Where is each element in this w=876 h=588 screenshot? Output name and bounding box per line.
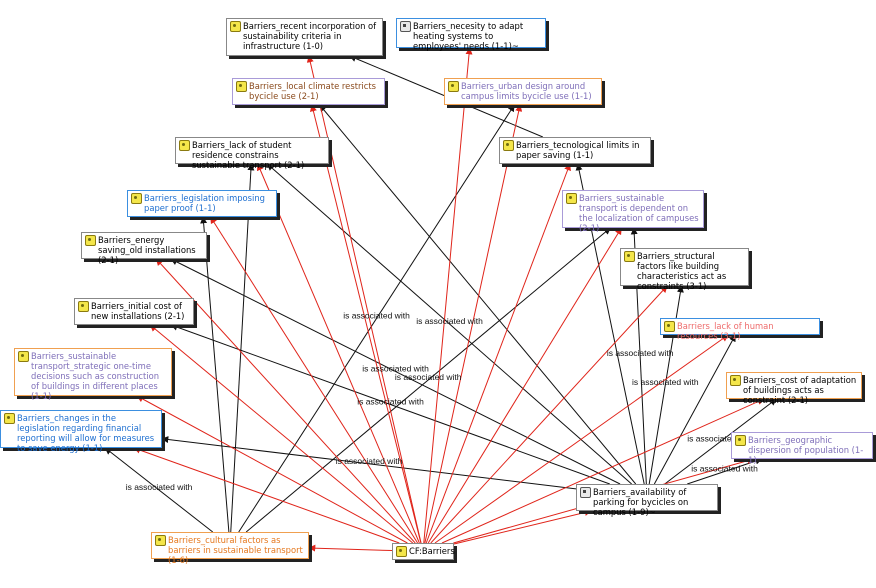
node-strategic-one-time-decisions[interactable]: Barriers_sustainable transport_strategic… bbox=[14, 348, 172, 401]
bulb-icon bbox=[18, 351, 29, 362]
bulb-icon bbox=[4, 413, 15, 424]
node-availability-parking-bycicles[interactable]: Barriers_availability of parking for byc… bbox=[576, 484, 718, 517]
cf-edge-n13[interactable] bbox=[136, 395, 408, 544]
bulb-icon bbox=[503, 140, 514, 151]
bulb-icon bbox=[566, 193, 577, 204]
edge-label: is associated with bbox=[357, 397, 424, 407]
node-structural-factors[interactable]: Barriers_structural factors like buildin… bbox=[620, 248, 749, 291]
association-edges bbox=[104, 55, 777, 533]
association-edge-n17-n12[interactable] bbox=[653, 334, 736, 485]
document-icon bbox=[400, 21, 411, 32]
cf-edge-n17[interactable] bbox=[453, 509, 592, 545]
cf-edge-n8[interactable] bbox=[427, 227, 622, 544]
association-edge-n17-n11[interactable] bbox=[170, 323, 610, 485]
cf-edge-n4[interactable] bbox=[424, 104, 523, 544]
bulb-icon bbox=[179, 140, 190, 151]
bulb-icon bbox=[448, 81, 459, 92]
node-cultural-factors[interactable]: Barriers_cultural factors as barriers in… bbox=[151, 532, 309, 565]
edge-label: is associated with bbox=[362, 364, 429, 374]
node-adapt-heating-systems[interactable]: Barriers_necesity to adapt heating syste… bbox=[396, 18, 546, 51]
association-edge-n18-n4[interactable] bbox=[238, 104, 515, 533]
edge-label: is associated with bbox=[687, 434, 754, 444]
node-initial-cost-installations[interactable]: Barriers_initial cost of new installatio… bbox=[74, 298, 194, 325]
association-edge-n18-n5[interactable] bbox=[230, 163, 255, 533]
association-edge-n17-n9[interactable] bbox=[170, 258, 621, 485]
node-energy-saving-old-installations[interactable]: Barriers_energy saving_old installations… bbox=[81, 232, 207, 265]
document-icon bbox=[580, 487, 591, 498]
cf-edge-n14[interactable] bbox=[441, 398, 765, 544]
bulb-icon bbox=[155, 535, 166, 546]
association-edge-n17-n5[interactable] bbox=[266, 163, 632, 485]
cf-edge-n6[interactable] bbox=[425, 163, 571, 544]
node-geographic-dispersion[interactable]: Barriers_geographic dispersion of popula… bbox=[731, 432, 873, 465]
edge-label: is associated with bbox=[607, 348, 674, 358]
association-edge-n17-n3[interactable] bbox=[319, 104, 637, 485]
bulb-icon bbox=[624, 251, 635, 262]
node-urban-design-campus[interactable]: Barriers_urban design around campus limi… bbox=[444, 78, 602, 105]
node-recent-incorporation-sustainability[interactable]: Barriers_recent incorporation of sustain… bbox=[226, 18, 383, 56]
bulb-icon bbox=[78, 301, 89, 312]
association-edge-n17-n14[interactable] bbox=[664, 398, 777, 485]
association-edge-n18-n7[interactable] bbox=[200, 216, 230, 533]
bulb-icon bbox=[131, 193, 142, 204]
node-cf-barriers[interactable]: CF:Barriers bbox=[392, 543, 455, 560]
cf-edge-n18[interactable] bbox=[308, 544, 393, 552]
edge-label: is associated with bbox=[395, 372, 462, 382]
bulb-icon bbox=[730, 375, 741, 386]
cf-edge-n15[interactable] bbox=[133, 446, 400, 544]
bulb-icon bbox=[664, 321, 675, 332]
node-cost-of-adaptation-buildings[interactable]: Barriers_cost of adaptation of buildings… bbox=[726, 372, 862, 405]
edge-label: is associated with bbox=[336, 456, 403, 466]
bulb-icon bbox=[85, 235, 96, 246]
cf-edge-n5[interactable] bbox=[257, 163, 420, 544]
bulb-icon bbox=[230, 21, 241, 32]
cf-edge-n3[interactable] bbox=[309, 104, 422, 544]
edge-label: is associated with bbox=[343, 311, 410, 321]
association-edge-n18-n8[interactable] bbox=[245, 227, 611, 533]
cf-edges bbox=[133, 47, 765, 552]
node-lack-human-resources[interactable]: Barriers_lack of human resources (3-1) bbox=[660, 318, 820, 341]
edge-label: is associated with bbox=[416, 316, 483, 326]
bulb-icon bbox=[735, 435, 746, 446]
edge-label: is associated with bbox=[126, 482, 193, 492]
cf-edge-n11[interactable] bbox=[149, 324, 414, 544]
cf-edge-n9[interactable] bbox=[155, 258, 416, 544]
association-edge-n18-n15[interactable] bbox=[104, 447, 214, 533]
node-student-residence[interactable]: Barriers_lack of student residence const… bbox=[175, 137, 329, 170]
node-legislation-financial-reporting[interactable]: Barriers_changes in the legislation rega… bbox=[0, 410, 162, 453]
node-local-climate-bycicle[interactable]: Barriers_local climate restricts bycicle… bbox=[232, 78, 385, 105]
bulb-icon bbox=[236, 81, 247, 92]
cf-edge-n1[interactable] bbox=[306, 55, 422, 544]
edge-label: is associated with bbox=[632, 377, 699, 387]
cf-edge-n12[interactable] bbox=[434, 334, 729, 544]
node-legislation-paper-proof[interactable]: Barriers_legislation imposing paper proo… bbox=[127, 190, 277, 217]
bulb-icon bbox=[396, 546, 407, 557]
cf-edge-n7[interactable] bbox=[210, 216, 419, 544]
cf-edge-n2[interactable] bbox=[423, 47, 473, 544]
node-localization-of-campuses[interactable]: Barriers_sustainable transport is depend… bbox=[562, 190, 704, 233]
node-tecnological-limits-paper[interactable]: Barriers_tecnological limits in paper sa… bbox=[499, 137, 651, 164]
edge-label: is associated with bbox=[691, 464, 758, 474]
cf-edge-n10[interactable] bbox=[430, 285, 668, 544]
